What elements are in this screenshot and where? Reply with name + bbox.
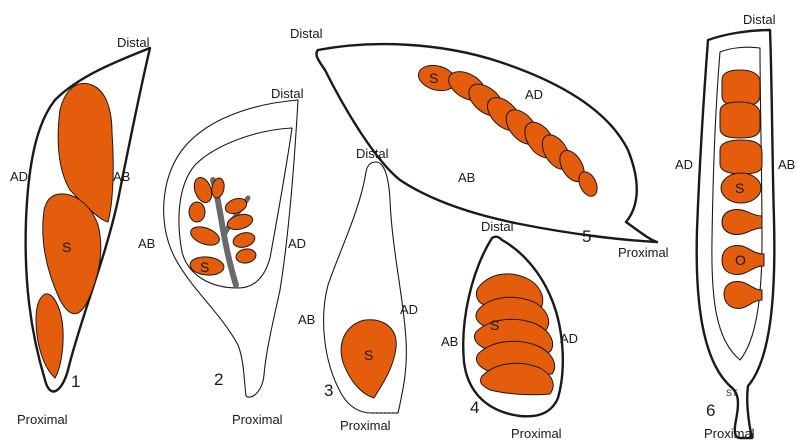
figure-4-number: 4: [470, 398, 479, 417]
figure-5-number: 5: [582, 227, 591, 246]
figure-6-right-label: AB: [778, 157, 795, 172]
figure-2-right-label: AD: [288, 236, 306, 251]
figure-1-right-label: AB: [113, 169, 130, 184]
figure-6-number: 6: [706, 401, 715, 420]
figure-2-seed: [188, 223, 222, 248]
figure-2: Distal AB AD S 2 Proximal: [138, 86, 306, 427]
figure-6-seed: [720, 140, 762, 174]
figure-5-bottom-label: AB: [458, 170, 475, 185]
figure-6-ovule-label: O: [735, 252, 746, 268]
figure-5-outline: [316, 44, 657, 242]
figure-6-seed-label: S: [735, 180, 744, 196]
figure-3-seed-label: S: [364, 347, 373, 363]
figure-5-top-label: AD: [525, 87, 543, 102]
figure-3-proximal-label: Proximal: [340, 418, 391, 433]
figure-1-seed-label: S: [62, 239, 71, 255]
figure-6-seed: [720, 102, 760, 138]
figure-6-left-label: AD: [675, 157, 693, 172]
figure-6-seed: [724, 282, 762, 309]
figure-4-left-label: AB: [441, 334, 458, 349]
figure-3-left-label: AB: [298, 312, 315, 327]
figure-2-distal-label: Distal: [271, 86, 304, 101]
figure-6-proximal-label: Proximal: [704, 426, 755, 441]
figure-5: Distal AD AB S 5 Proximal: [290, 26, 669, 260]
figure-5-seed-label: S: [429, 70, 438, 86]
figure-2-outline: [164, 100, 298, 397]
figure-2-proximal-label: Proximal: [232, 412, 283, 427]
figure-1-distal-label: Distal: [117, 35, 150, 50]
figure-3-number: 3: [324, 381, 333, 400]
figure-2-number: 2: [214, 370, 223, 389]
figure-4-right-label: AD: [560, 331, 578, 346]
figure-1-proximal-label: Proximal: [17, 412, 68, 427]
figure-4-seed-label: S: [490, 317, 499, 333]
figure-6-distal-label: Distal: [743, 12, 776, 27]
figure-5-distal-label: Distal: [290, 26, 323, 41]
figure-6-seed: [722, 70, 760, 106]
figure-1-left-label: AD: [10, 169, 28, 184]
figure-4: Distal AB AD S 4 Proximal: [441, 219, 578, 441]
figure-2-seed: [189, 202, 205, 222]
figure-2-seed: [235, 247, 257, 264]
figure-3-right-label: AD: [400, 302, 418, 317]
figure-2-seed-label: S: [200, 259, 209, 275]
figure-2-seed: [232, 230, 257, 249]
figure-1: Distal AD AB S 1 Proximal: [10, 35, 150, 427]
figure-6: Distal AD AB S O ST 6 Proximal: [675, 12, 795, 441]
figure-2-left-label: AB: [138, 236, 155, 251]
figure-4-proximal-label: Proximal: [511, 426, 562, 441]
figure-6-seed: [722, 210, 762, 235]
figure-5-proximal-label: Proximal: [618, 245, 669, 260]
figure-3: Distal AB AD S 3 Proximal: [298, 146, 418, 433]
figure-6-stalk-label: ST: [726, 388, 738, 398]
figure-1-number: 1: [71, 372, 80, 391]
